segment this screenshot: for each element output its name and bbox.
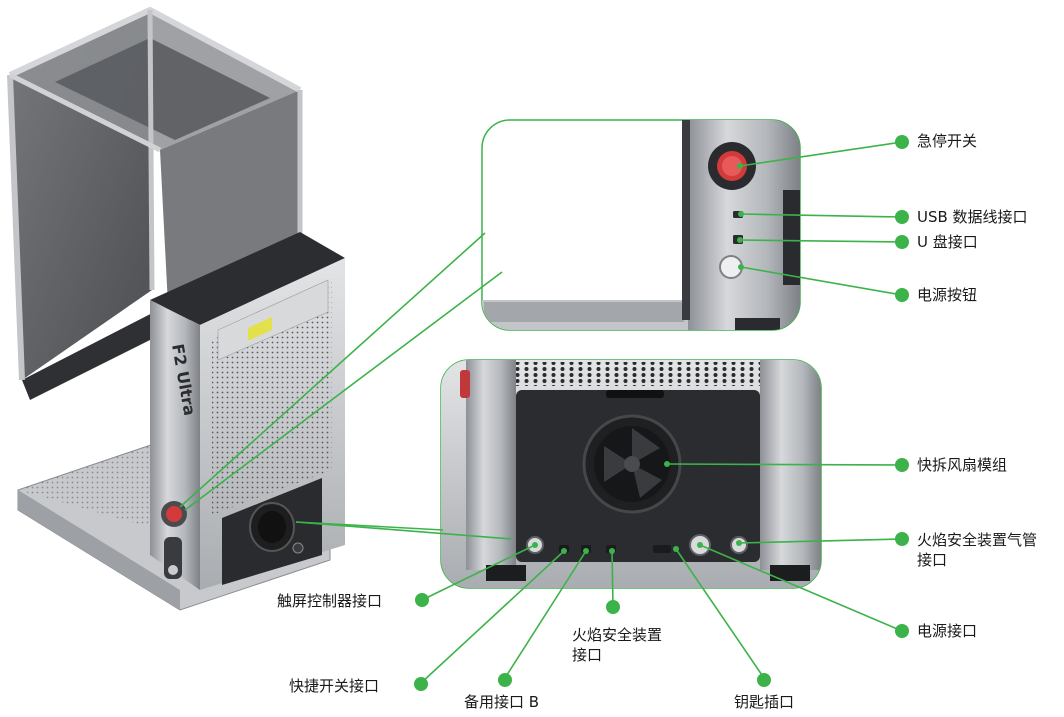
callout-dots [414, 135, 909, 691]
label-emergency-stop: 急停开关 [917, 132, 978, 150]
label-power-port: 电源接口 [917, 622, 978, 640]
label-touchscreen-controller-port: 触屏控制器接口 [277, 592, 383, 610]
label-usb-data-port: USB 数据线接口 [917, 208, 1028, 226]
top-detail-inset [481, 119, 801, 331]
callout-lines [179, 141, 903, 684]
label-flame-safety-air-tube-port: 火焰安全装置气管 接口 [917, 531, 1038, 569]
label-key-slot: 钥匙插口 [734, 693, 795, 711]
key-slot-socket [653, 545, 671, 553]
label-fan-module: 快拆风扇模组 [917, 456, 1008, 474]
laser-engraver-machine: F2 Ultra [7, 6, 345, 611]
label-quick-switch-port: 快捷开关接口 [289, 677, 380, 695]
label-spare-port-b: 备用接口 B [464, 693, 540, 711]
label-u-disk-port: U 盘接口 [917, 233, 978, 251]
label-power-button: 电源按钮 [917, 286, 978, 304]
label-flame-safety-port: 火焰安全装置 接口 [572, 626, 663, 664]
fan-module [582, 414, 682, 514]
rear-detail-inset [440, 359, 822, 589]
